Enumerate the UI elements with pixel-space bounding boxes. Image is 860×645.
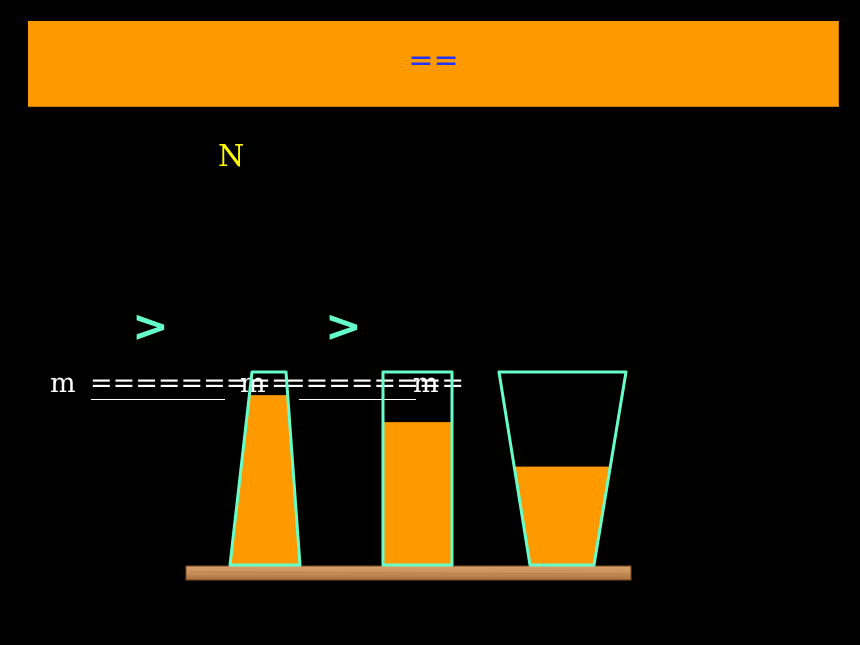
equals-fill-2: ======== (283, 368, 464, 399)
container-1 (228, 370, 302, 567)
greater-than-symbol-2: > (325, 301, 362, 352)
liquid-1 (230, 395, 300, 565)
mass-label-1: m (50, 368, 76, 399)
answer-blank-1 (91, 399, 225, 400)
answer-blank-2 (299, 399, 416, 400)
container-outline-3 (497, 370, 628, 567)
liquid-3 (514, 466, 611, 565)
container-3 (497, 370, 628, 567)
title-banner: == (28, 21, 839, 107)
shelf-grain (189, 571, 627, 575)
mass-label-3: m (413, 368, 439, 399)
container-outline-1 (228, 370, 302, 567)
greater-than-symbol-1: > (132, 301, 169, 352)
equals-fill-1: ========= (90, 368, 294, 399)
container-2 (381, 370, 454, 567)
label-n: N (218, 139, 245, 174)
container-outline-2 (381, 370, 454, 567)
banner-text: == (408, 43, 459, 78)
liquid-2 (383, 422, 452, 565)
